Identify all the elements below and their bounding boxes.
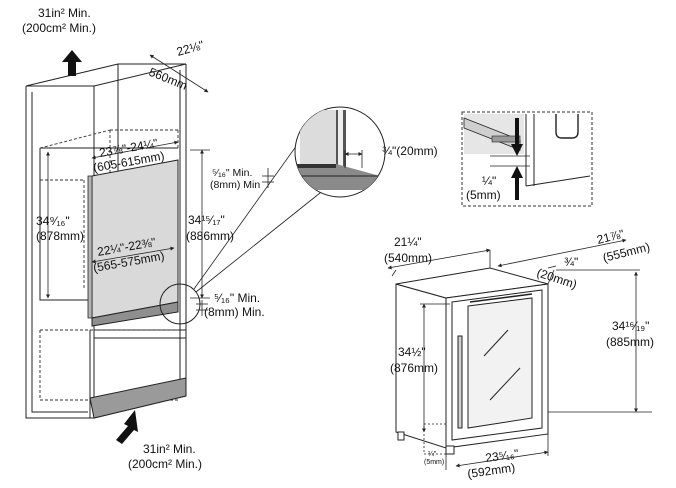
appliance-drawing <box>395 267 549 455</box>
detail-box-label-line1: ¼" <box>482 174 496 188</box>
air-bottom-line1: 31in² Min. <box>143 442 196 456</box>
detail-circle-drawing <box>294 106 386 198</box>
bottom-vent-floor <box>89 377 187 419</box>
leader-line-bottom <box>195 184 331 293</box>
arrow-up-icon <box>62 50 82 76</box>
app-cavity-height-line2: (876mm) <box>390 361 438 375</box>
air-bottom-line2: (200cm² Min.) <box>128 457 202 471</box>
detail-circle-label: ¾"(20mm) <box>382 144 438 158</box>
height-line2: (878mm) <box>36 229 84 243</box>
app-depth-line1: 21⅞" <box>595 227 625 247</box>
detail-marker-circle <box>159 283 201 325</box>
app-door-line1: ¾" <box>564 255 578 269</box>
cavity-shelf-top <box>91 301 179 327</box>
gap-lower-line1: ⁵⁄₁₆" Min. <box>214 291 260 305</box>
detail-labels: ¾"(20mm) ¼" (5mm) <box>382 144 501 202</box>
inner-height-line1: 34¹⁵⁄₁₇" <box>188 213 225 227</box>
app-width-line2: (540mm) <box>384 251 432 265</box>
air-top-line2: (200cm² Min.) <box>22 21 96 35</box>
detail-box-drawing <box>461 111 593 207</box>
leader-line-top <box>193 123 313 290</box>
app-width-line1: 21¼" <box>394 235 422 249</box>
app-height-line1: 34¹⁶⁄₁₉" <box>612 319 649 333</box>
cabinet-dimension-lines <box>46 54 274 316</box>
app-foot-line1: ¼" <box>428 451 437 458</box>
inner-height-line2: (886mm) <box>186 229 234 243</box>
gap-upper-line1: ⁵⁄₁₆" Min. <box>212 167 252 179</box>
app-height-line2: (885mm) <box>606 335 654 349</box>
height-line1: 34⁹⁄₁₆" <box>36 214 70 228</box>
detail-box-label-line2: (5mm) <box>466 188 501 202</box>
gap-upper-line2: (8mm) Min <box>210 179 260 191</box>
gap-lower-line2: (8mm) Min. <box>204 305 265 319</box>
appliance-labels: 21¼" (540mm) 21⅞" (555mm) ¾" (20mm) 34¹⁶… <box>384 227 654 481</box>
app-door-width-line2: (592mm) <box>466 460 515 481</box>
depth-line2: 560mm <box>147 65 189 93</box>
depth-line1: 22⅛" <box>175 38 205 59</box>
app-door-width-line1: 23⁵⁄₁₆" <box>484 446 519 465</box>
app-foot-line2: (5mm) <box>424 459 444 466</box>
app-cavity-height-line1: 34½" <box>398 345 426 359</box>
appliance-dimension-lines <box>387 238 652 470</box>
arrow-diagonal-icon <box>116 410 138 444</box>
cavity-left-wall <box>87 175 93 319</box>
air-top-line1: 31in² Min. <box>38 6 91 20</box>
